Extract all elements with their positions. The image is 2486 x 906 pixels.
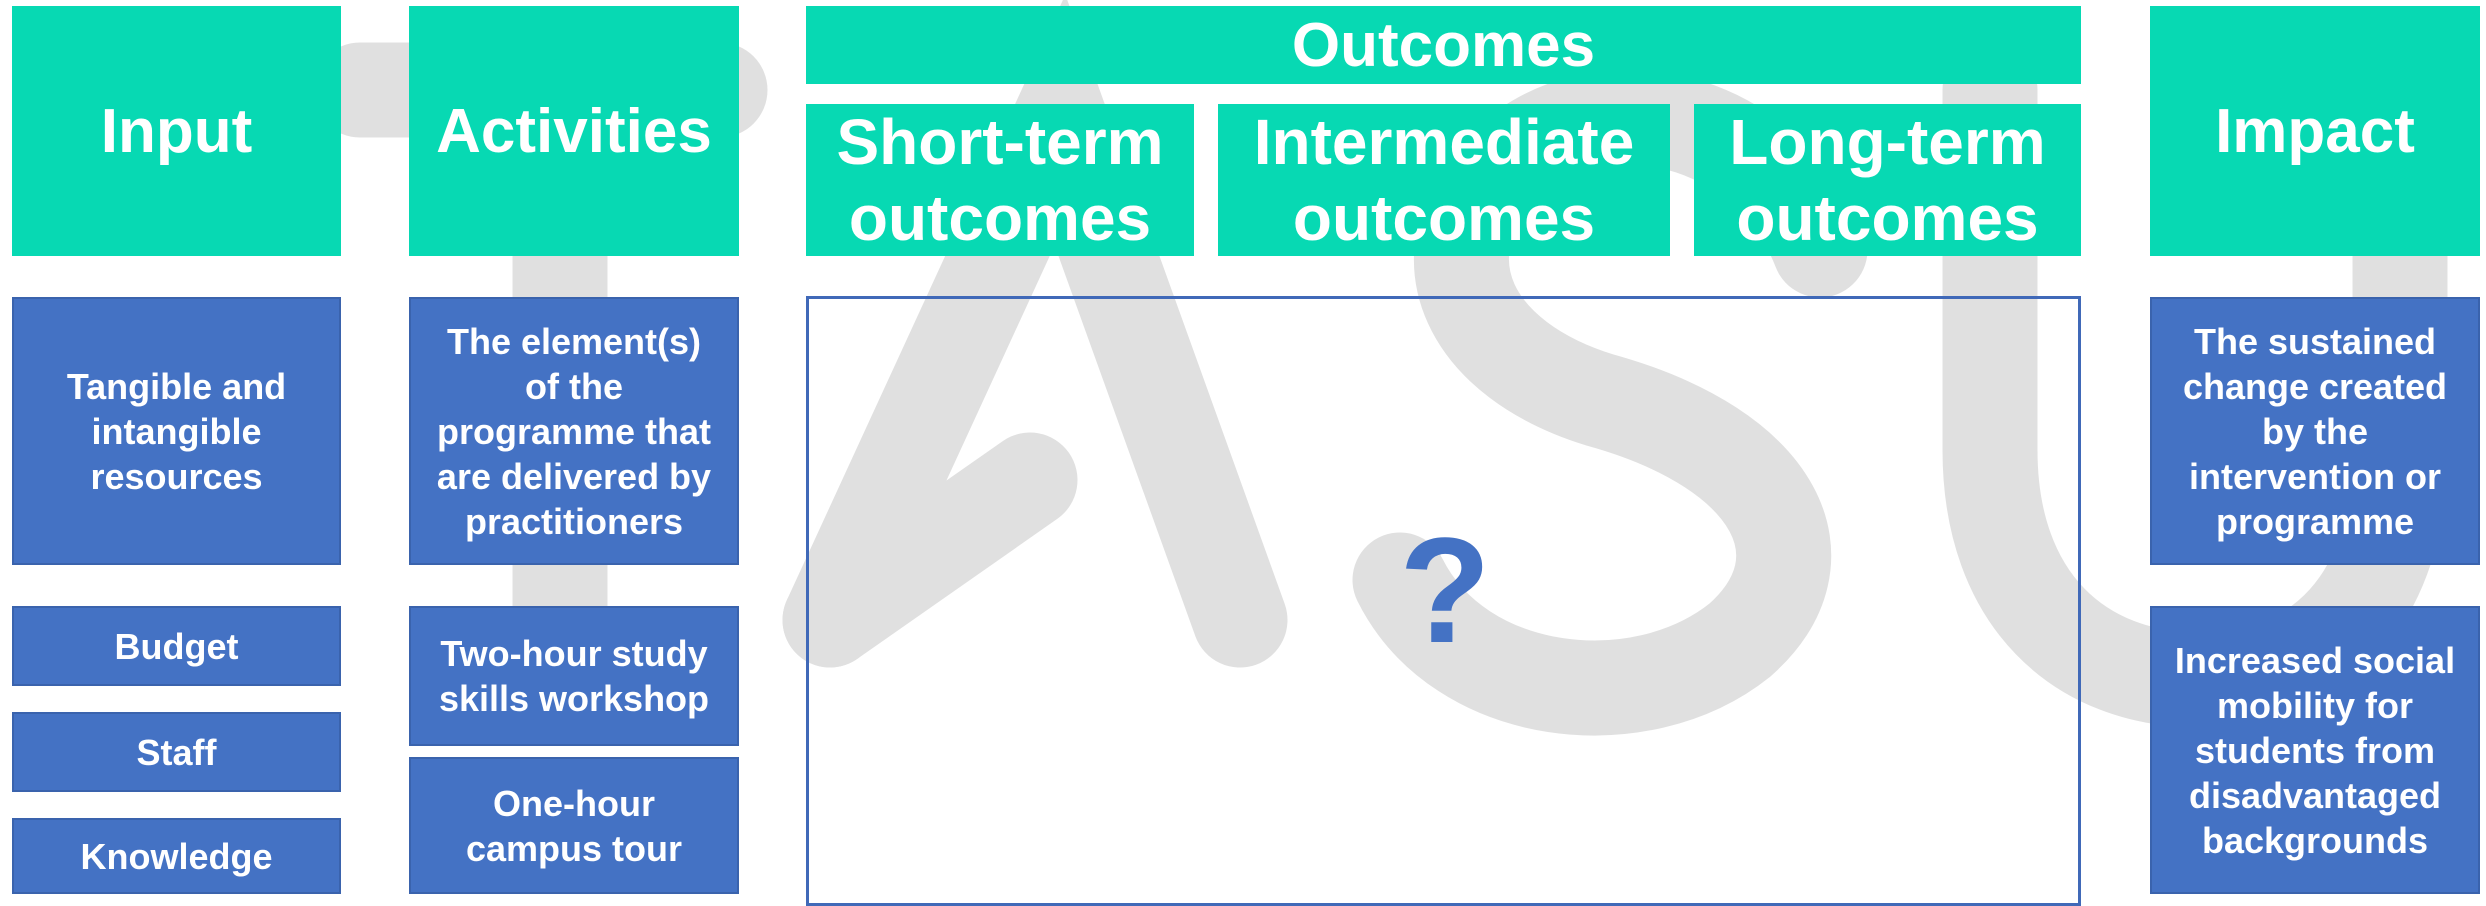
- activities-header: Activities: [409, 6, 739, 256]
- input-item-label: Staff: [136, 731, 217, 773]
- input-description: Tangible and intangible resources: [12, 297, 341, 565]
- impact-header-label: Impact: [2215, 96, 2415, 166]
- input-description-text: Tangible and intangible resources: [66, 365, 287, 497]
- activities-header-label: Activities: [436, 96, 712, 166]
- input-item-label: Budget: [114, 625, 239, 667]
- activity-item-campus-tour: One-hour campus tour: [409, 757, 739, 894]
- outcomes-header: Outcomes: [806, 6, 2081, 84]
- intermediate-outcomes-header: Intermediate outcomes: [1218, 104, 1670, 256]
- long-term-outcomes-label: Long-term outcomes: [1729, 106, 2046, 254]
- activity-item-label: One-hour campus tour: [465, 782, 683, 869]
- input-item-knowledge: Knowledge: [12, 818, 341, 894]
- activity-item-study-skills-workshop: Two-hour study skills workshop: [409, 606, 739, 746]
- input-item-staff: Staff: [12, 712, 341, 792]
- impact-description: The sustained change created by the inte…: [2150, 297, 2480, 565]
- activity-item-label: Two-hour study skills workshop: [438, 633, 710, 719]
- impact-example: Increased social mobility for students f…: [2150, 606, 2480, 894]
- short-term-outcomes-header: Short-term outcomes: [806, 104, 1194, 256]
- impact-header: Impact: [2150, 6, 2480, 256]
- activities-description: The element(s) of the programme that are…: [409, 297, 739, 565]
- long-term-outcomes-header: Long-term outcomes: [1694, 104, 2081, 256]
- impact-description-text: The sustained change created by the inte…: [2182, 320, 2448, 542]
- input-header-label: Input: [100, 96, 253, 166]
- short-term-outcomes-label: Short-term outcomes: [836, 106, 1164, 254]
- intermediate-outcomes-label: Intermediate outcomes: [1253, 106, 1635, 254]
- impact-example-text: Increased social mobility for students f…: [2174, 639, 2456, 861]
- input-header: Input: [12, 6, 341, 256]
- input-item-label: Knowledge: [80, 835, 273, 877]
- input-item-budget: Budget: [12, 606, 341, 686]
- outcomes-header-label: Outcomes: [1291, 10, 1596, 80]
- activities-description-text: The element(s) of the programme that are…: [436, 320, 712, 542]
- question-mark: ?: [1399, 506, 1491, 674]
